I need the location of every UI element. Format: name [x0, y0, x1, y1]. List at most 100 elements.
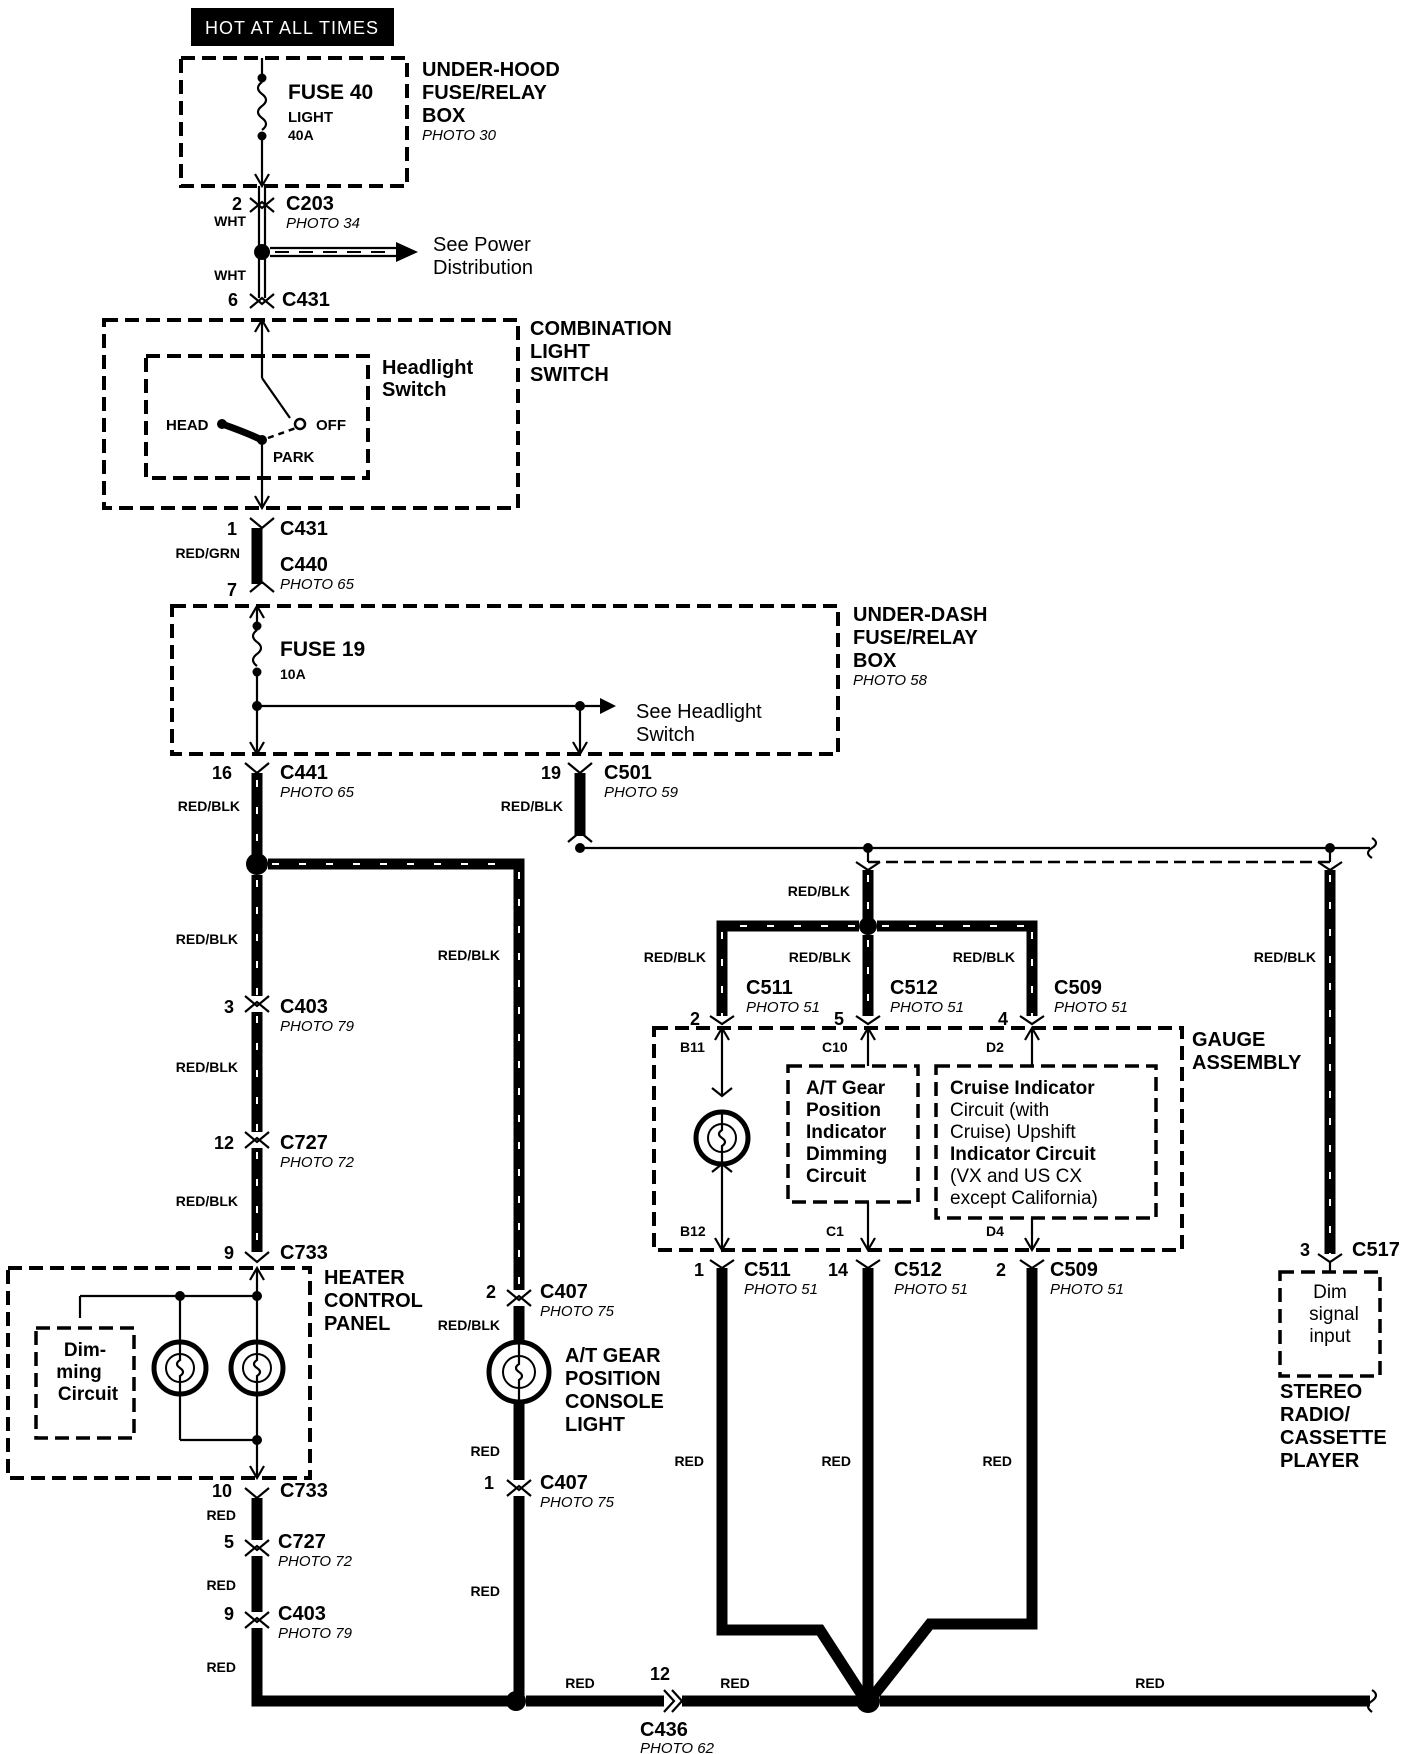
c436-wire-far: RED	[1135, 1675, 1165, 1691]
under-dash-title-3: BOX	[853, 650, 897, 672]
dimming-text-3: Circuit	[58, 1384, 119, 1405]
c511-red-wire: RED	[674, 1453, 704, 1469]
stereo-title-1: STEREO	[1280, 1381, 1362, 1403]
c512-red-wire: RED	[821, 1453, 851, 1469]
c509-bottom-photo: PHOTO 51	[1050, 1281, 1124, 1298]
under-hood-title-1: UNDER-HOOD	[422, 59, 560, 81]
gauge-wire-label-1: RED/BLK	[644, 949, 706, 965]
c440-pin: 7	[227, 580, 237, 600]
c509-top-photo: PHOTO 51	[1054, 999, 1128, 1016]
c203-photo: PHOTO 34	[286, 215, 360, 232]
connector-c431-top: WHT 6 C431	[214, 267, 330, 311]
c501-wire-color: RED/BLK	[501, 798, 563, 814]
heater-panel-bulb-1	[151, 1339, 209, 1397]
c436-name: C436	[640, 1719, 688, 1741]
c517-pin: 3	[1300, 1240, 1310, 1260]
park-position-label: PARK	[273, 449, 315, 466]
c403-bottom-name: C403	[278, 1603, 326, 1625]
heater-title-2: CONTROL	[324, 1290, 423, 1312]
b12-terminal: B12	[680, 1223, 706, 1239]
under-hood-title-3: BOX	[422, 105, 466, 127]
heater-panel-bulb-2	[228, 1339, 286, 1397]
red-blk-wire-label-2: RED/BLK	[176, 1059, 238, 1075]
c727-bottom-name: C727	[278, 1531, 326, 1553]
head-position-label: HEAD	[166, 417, 209, 434]
banner-text: HOT AT ALL TIMES	[205, 18, 379, 38]
c509-bottom-pin: 2	[996, 1260, 1006, 1280]
c509-top-name: C509	[1054, 977, 1102, 999]
c727-top-pin: 12	[214, 1133, 234, 1153]
fuse-40-rating: 40A	[288, 127, 314, 143]
connector-c407-top: 2 C407 PHOTO 75 RED/BLK	[438, 1281, 615, 1342]
c431-bottom-pin: 1	[227, 519, 237, 539]
cruise-circuit-1: Cruise Indicator	[950, 1078, 1095, 1099]
c407-top-pin: 2	[486, 1282, 496, 1302]
c436-photo: PHOTO 62	[640, 1740, 715, 1754]
dim-signal-input-2: signal	[1309, 1304, 1359, 1325]
at-circuit-2: Position	[806, 1100, 881, 1121]
gauge-feed: RED/BLK RED/BLK RED/BLK RED/BLK 2 C511 P…	[644, 843, 1335, 1029]
c517-name: C517	[1352, 1239, 1400, 1261]
connector-c431-c440: 1 C431 RED/GRN C440 PHOTO 65 7	[175, 517, 355, 600]
c431-top-pin: 6	[228, 290, 238, 310]
c512-bottom-name: C512	[894, 1259, 942, 1281]
connector-c203: 2 WHT C203 PHOTO 34	[214, 186, 360, 298]
cruise-circuit-3: Cruise) Upshift	[950, 1122, 1076, 1143]
at-circuit-3: Indicator	[806, 1122, 887, 1143]
c440-name: C440	[280, 554, 328, 576]
red-blk-wire-label-mid: RED/BLK	[438, 947, 500, 963]
gauge-title-2: ASSEMBLY	[1192, 1052, 1302, 1074]
c441-photo: PHOTO 65	[280, 784, 355, 801]
gauge-ground-wires: 1 C511 PHOTO 51 14 C512 PHOTO 51 2 C509 …	[674, 1259, 1124, 1699]
connector-c403-top: 3 C403 PHOTO 79 RED/BLK	[176, 995, 355, 1132]
c501-name: C501	[604, 762, 652, 784]
under-hood-photo: PHOTO 30	[422, 127, 497, 144]
under-dash-title-1: UNDER-DASH	[853, 604, 987, 626]
headlight-switch: Headlight Switch HEAD OFF PARK	[144, 354, 473, 511]
connector-c407-bottom: 1 C407 PHOTO 75 RED	[470, 1472, 615, 1701]
c512-top-name: C512	[890, 977, 938, 999]
heater-control-panel: HEATER CONTROL PANEL Dim- ming Circuit	[6, 1265, 423, 1481]
cruise-circuit-4: Indicator Circuit	[950, 1144, 1096, 1165]
c441-name: C441	[280, 762, 328, 784]
c511-bottom-photo: PHOTO 51	[744, 1281, 818, 1298]
console-light-title-2: POSITION	[565, 1368, 661, 1390]
c511-top-name: C511	[746, 977, 793, 999]
c436-pin: 12	[650, 1664, 670, 1684]
bottom-bus-c436: 12 C436 PHOTO 62 RED RED RED	[506, 1664, 1378, 1754]
c501-pin: 19	[541, 763, 561, 783]
at-circuit-4: Dimming	[806, 1144, 887, 1165]
c403-top-pin: 3	[224, 997, 234, 1017]
combination-light-switch: COMBINATION LIGHT SWITCH	[102, 317, 672, 510]
c733-red-wire-label: RED	[206, 1507, 236, 1523]
c431-top-wire-color: WHT	[214, 267, 246, 283]
stereo-wire-color: RED/BLK	[1254, 949, 1316, 965]
c509-red-wire: RED	[982, 1453, 1012, 1469]
cruise-circuit-6: except California)	[950, 1188, 1098, 1209]
c441-wire-color: RED/BLK	[178, 798, 240, 814]
gauge-wire-label-3: RED/BLK	[953, 949, 1015, 965]
see-headlight-switch-1: See Headlight	[636, 701, 762, 723]
console-light-red-wire: RED	[470, 1443, 500, 1459]
c407-bottom-name: C407	[540, 1472, 588, 1494]
c511-bottom-pin: 1	[694, 1260, 704, 1280]
cruise-circuit-2: Circuit (with	[950, 1100, 1049, 1121]
c501-photo: PHOTO 59	[604, 784, 679, 801]
c440-photo: PHOTO 65	[280, 576, 355, 593]
c431-bottom-name: C431	[280, 518, 328, 540]
under-dash-title-2: FUSE/RELAY	[853, 627, 979, 649]
dimming-text-2: ming	[56, 1362, 101, 1383]
connector-c501: 19 C501 PHOTO 59 RED/BLK	[501, 762, 1378, 859]
red-blk-wire-label-1: RED/BLK	[176, 931, 238, 947]
c727-red-wire-label: RED	[206, 1577, 236, 1593]
fuse-19-label: FUSE 19	[280, 638, 365, 661]
gauge-feed-wire: RED/BLK	[788, 883, 850, 899]
c733-top-pin: 9	[224, 1243, 234, 1263]
c512-top-pin: 5	[834, 1009, 844, 1029]
under-hood-title-2: FUSE/RELAY	[422, 82, 548, 104]
c512-bottom-pin: 14	[828, 1260, 848, 1280]
under-hood-fuse-box: FUSE 40 LIGHT 40A UNDER-HOOD FUSE/RELAY …	[179, 56, 560, 189]
at-circuit-1: A/T Gear	[806, 1078, 886, 1099]
c727-top-name: C727	[280, 1132, 328, 1154]
